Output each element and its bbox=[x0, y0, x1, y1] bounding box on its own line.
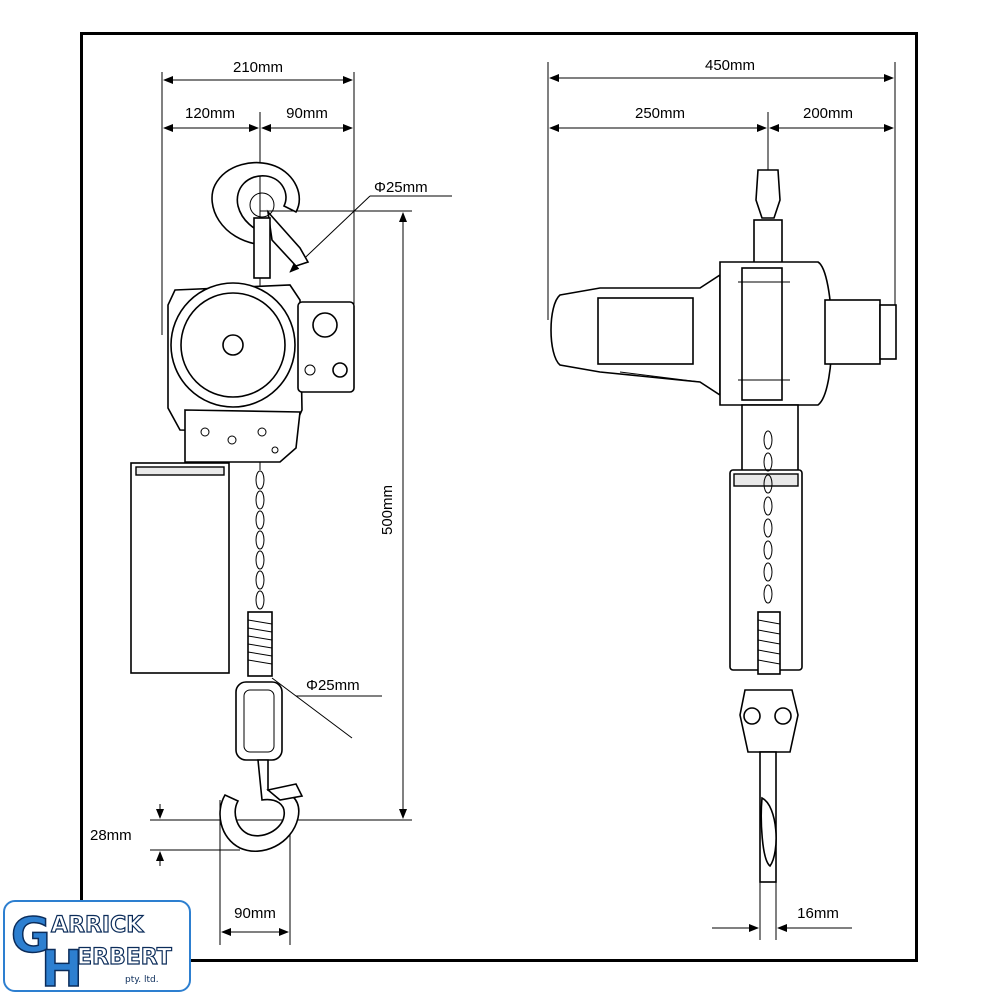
logo-mark: G H ARRICK ERBERT pty. ltd. bbox=[10, 907, 172, 999]
right-hoist-view bbox=[550, 169, 897, 883]
left-chain bbox=[255, 470, 265, 610]
dim-chain-offset: 16mm bbox=[797, 905, 839, 922]
right-dimension-lines bbox=[547, 62, 896, 940]
dim-overall-height: 500mm bbox=[379, 485, 396, 535]
dim-bottom-hook-diameter: Φ25mm bbox=[306, 677, 360, 694]
dim-left-hook-offset: 120mm bbox=[185, 105, 235, 122]
dim-left-body-offset: 90mm bbox=[286, 105, 328, 122]
logo-line2: ERBERT bbox=[77, 945, 172, 970]
logo-letter-g: G bbox=[11, 908, 50, 964]
logo-line1: ARRICK bbox=[51, 913, 144, 938]
dim-right-total-width: 450mm bbox=[705, 57, 755, 74]
garrick-herbert-logo: G H ARRICK ERBERT pty. ltd. bbox=[3, 900, 191, 999]
dim-top-hook-diameter: Φ25mm bbox=[374, 179, 428, 196]
logo-suffix: pty. ltd. bbox=[125, 975, 159, 985]
logo-letter-h: H bbox=[41, 940, 83, 990]
drawing-frame bbox=[80, 32, 918, 962]
left-hoist-view bbox=[130, 161, 355, 853]
dim-left-total-width: 210mm bbox=[233, 59, 283, 76]
right-chain bbox=[763, 430, 773, 604]
dim-hook-width: 90mm bbox=[234, 905, 276, 922]
dim-hook-throat-depth: 28mm bbox=[90, 827, 132, 844]
left-dimension-lines bbox=[150, 72, 452, 945]
dim-right-motor-length: 250mm bbox=[635, 105, 685, 122]
dim-right-gear-length: 200mm bbox=[803, 105, 853, 122]
